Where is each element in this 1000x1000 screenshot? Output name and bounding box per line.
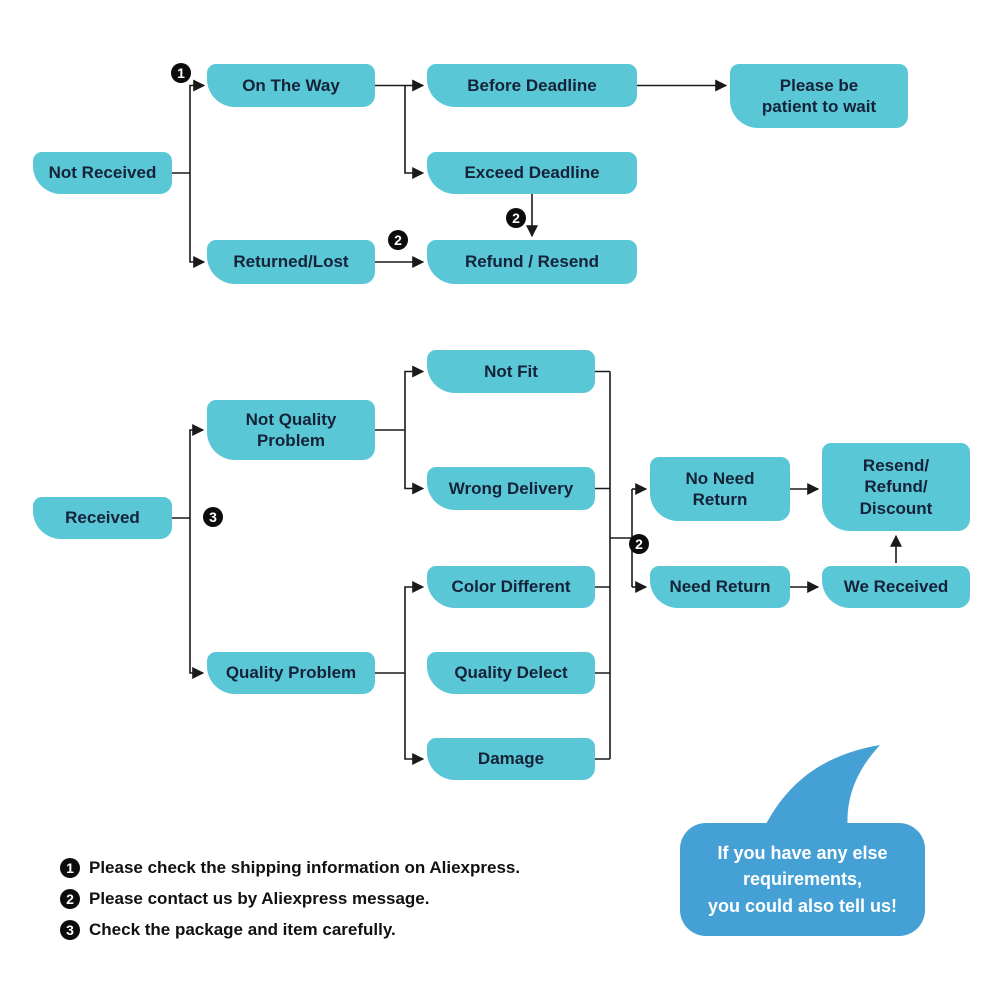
arrow <box>189 518 205 679</box>
legend-badge-3: 3 <box>60 920 80 940</box>
node-damage: Damage <box>427 738 595 780</box>
node-please-be-patient: Please be patient to wait <box>730 64 908 128</box>
legend-badge-1: 1 <box>60 858 80 878</box>
speech-bubble-tail <box>762 745 880 832</box>
node-we-received: We Received <box>822 566 970 608</box>
step-badge-2: 2 <box>629 534 649 554</box>
node-before-deadline: Before Deadline <box>427 64 637 107</box>
node-received: Received <box>33 497 172 539</box>
step-badge-1: 1 <box>171 63 191 83</box>
node-not-quality-problem: Not Quality Problem <box>207 400 375 460</box>
legend-item-2: 2 Please contact us by Aliexpress messag… <box>60 889 430 909</box>
node-not-fit: Not Fit <box>427 350 595 393</box>
node-no-need-return: No Need Return <box>650 457 790 521</box>
node-quality-problem: Quality Problem <box>207 652 375 694</box>
node-quality-delect: Quality Delect <box>427 652 595 694</box>
legend-item-1: 1 Please check the shipping information … <box>60 858 520 878</box>
connector <box>172 172 633 760</box>
node-exceed-deadline: Exceed Deadline <box>427 152 637 194</box>
node-on-the-way: On The Way <box>207 64 375 107</box>
arrow <box>404 85 425 179</box>
step-badge-2: 2 <box>388 230 408 250</box>
legend-text-1: Please check the shipping information on… <box>89 858 521 877</box>
arrow <box>189 173 206 268</box>
node-color-different: Color Different <box>427 566 595 608</box>
arrow <box>404 365 425 430</box>
node-returned-lost: Returned/Lost <box>207 240 375 284</box>
node-refund-resend: Refund / Resend <box>427 240 637 284</box>
node-not-received: Not Received <box>33 152 172 194</box>
step-badge-2: 2 <box>506 208 526 228</box>
node-wrong-delivery: Wrong Delivery <box>427 467 595 510</box>
step-badge-3: 3 <box>203 507 223 527</box>
arrow <box>404 673 425 765</box>
node-need-return: Need Return <box>650 566 790 608</box>
speech-bubble: If you have any else requirements, you c… <box>680 823 925 936</box>
node-resend-refund-discount: Resend/ Refund/ Discount <box>822 443 970 531</box>
legend-badge-2: 2 <box>60 889 80 909</box>
legend-item-3: 3 Check the package and item carefully. <box>60 920 396 940</box>
arrow <box>189 79 206 173</box>
arrow <box>404 430 425 495</box>
arrow <box>404 581 425 673</box>
legend-text-3: Check the package and item carefully. <box>89 920 396 939</box>
arrow <box>189 424 205 518</box>
legend-text-2: Please contact us by Aliexpress message. <box>89 889 430 908</box>
